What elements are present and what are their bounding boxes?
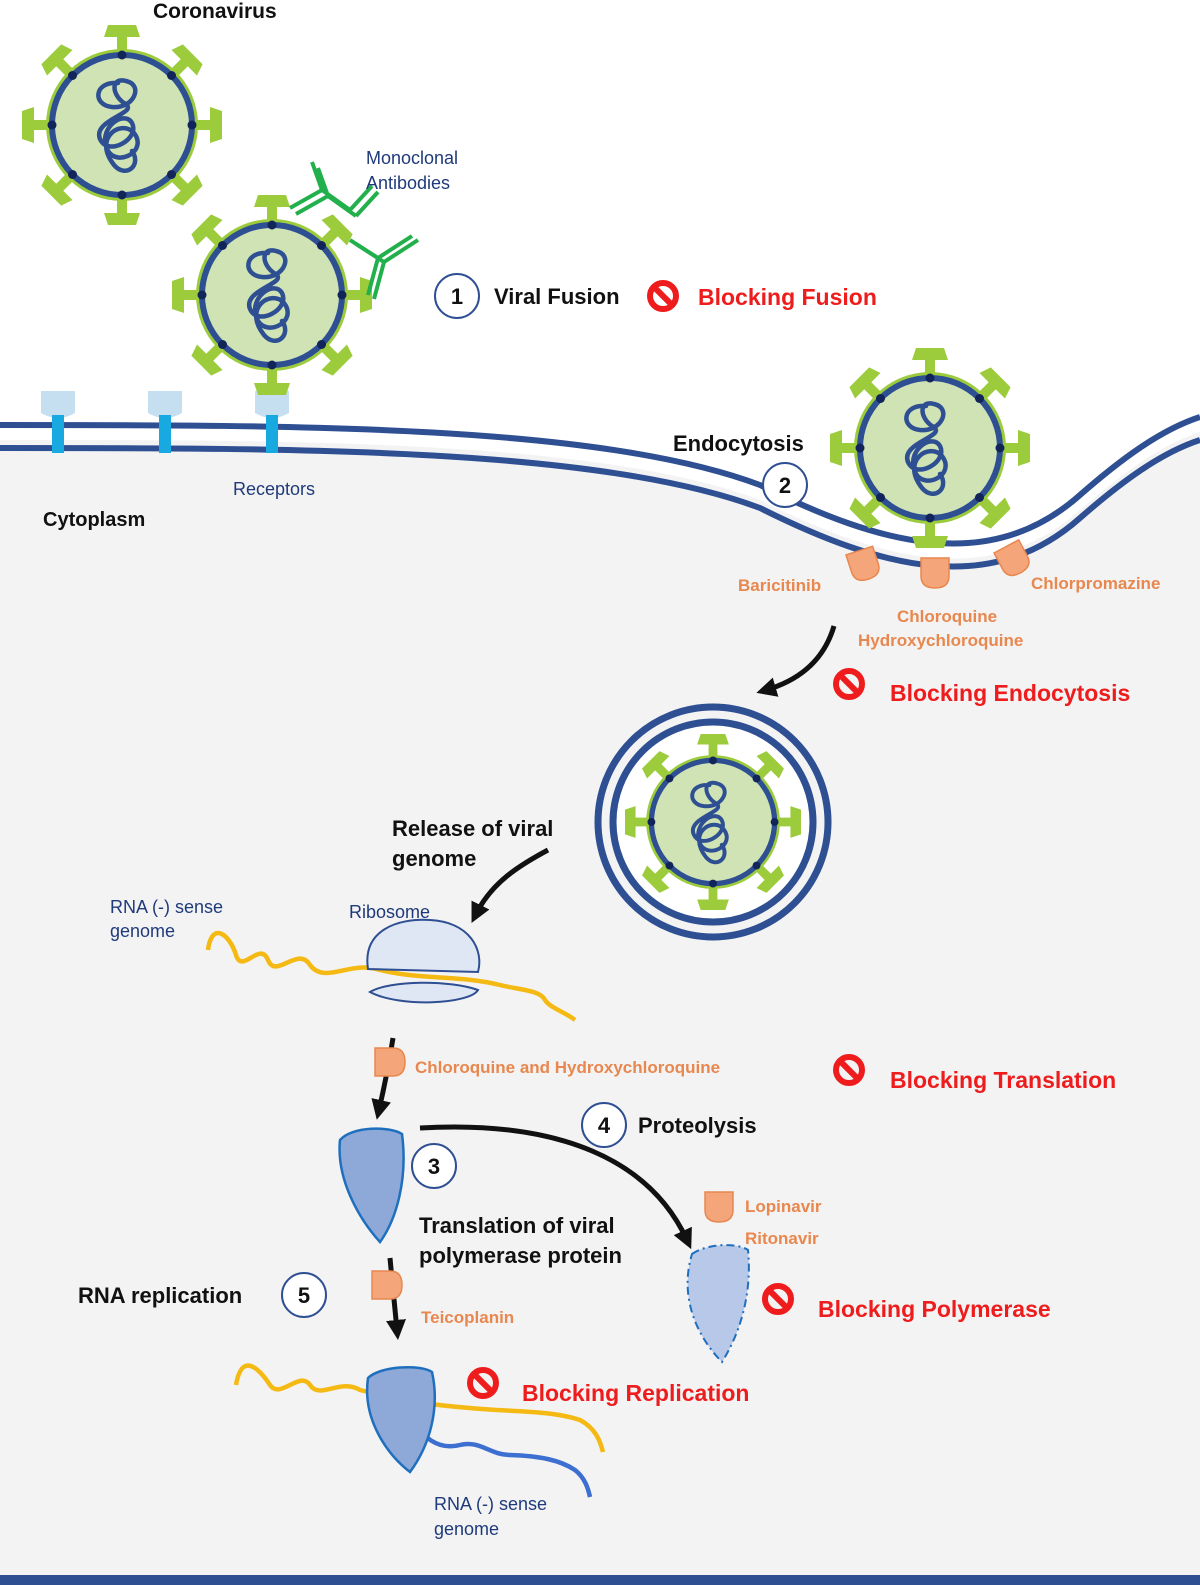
coronavirus-label: Coronavirus xyxy=(153,0,277,23)
rna-genome-strand xyxy=(205,930,577,1022)
cell-membrane xyxy=(0,414,1200,570)
step-circle-5: 5 xyxy=(281,1272,327,1318)
bottom-border xyxy=(0,1575,1200,1585)
drug-marker-chloroquine-hcq xyxy=(374,1047,406,1077)
endocytosing-virus xyxy=(830,348,1030,548)
ribosome-label: Ribosome xyxy=(349,902,430,922)
endocytosis-label: Endocytosis xyxy=(673,431,804,456)
new-rna-strand xyxy=(407,1409,593,1498)
rna-sense-bottom-line1: RNA (-) sense xyxy=(434,1494,547,1514)
chlorpromazine-label: Chlorpromazine xyxy=(1031,574,1160,593)
blocking-translation-label: Blocking Translation xyxy=(890,1067,1116,1093)
step-circle-2: 2 xyxy=(762,462,808,508)
proteolysis-label: Proteolysis xyxy=(638,1113,757,1138)
monoclonal-label-line2: Antibodies xyxy=(366,173,450,193)
monoclonal-label-line1: Monoclonal xyxy=(366,148,458,168)
lopinavir-label: Lopinavir xyxy=(745,1197,822,1216)
receptors-group xyxy=(41,391,289,453)
blocking-polymerase-label: Blocking Polymerase xyxy=(818,1296,1051,1322)
ritonavir-label: Ritonavir xyxy=(745,1229,819,1248)
step-circle-3: 3 xyxy=(411,1143,457,1189)
step-number: 1 xyxy=(451,284,463,309)
receptor xyxy=(148,391,182,453)
step-circle-1: 1 xyxy=(434,273,480,319)
drug-marker-teicoplanin xyxy=(371,1270,403,1300)
baricitinib-label: Baricitinib xyxy=(738,576,821,595)
chloroquine-label: Chloroquine xyxy=(897,607,997,626)
endosome-virus xyxy=(625,734,801,910)
blocked-polymerase-protein xyxy=(686,1244,750,1364)
rna-sense-bottom-line2: genome xyxy=(434,1519,499,1539)
blocking-fusion-label: Blocking Fusion xyxy=(698,284,877,310)
replication-template-strand xyxy=(233,1363,606,1453)
coronavirus-particle xyxy=(22,25,222,225)
hydroxychloroquine-label: Hydroxychloroquine xyxy=(858,631,1023,650)
chloroquine-hcq-label: Chloroquine and Hydroxychloroquine xyxy=(415,1058,720,1077)
receptor xyxy=(41,391,75,453)
receptor xyxy=(255,391,289,453)
blocking-endocytosis-label: Blocking Endocytosis xyxy=(890,680,1130,706)
block-icon xyxy=(650,283,676,309)
replicating-polymerase xyxy=(365,1366,436,1474)
step-number: 3 xyxy=(428,1154,440,1179)
endosome xyxy=(594,703,832,941)
drug-marker-chloroquine xyxy=(920,557,950,589)
release-label-line2: genome xyxy=(392,846,476,871)
drug-marker-lopinavir xyxy=(704,1191,734,1223)
monoclonal-antibodies xyxy=(289,161,420,300)
binding-virus xyxy=(172,195,372,395)
release-label-line1: Release of viral xyxy=(392,816,553,841)
step-number: 4 xyxy=(598,1113,611,1138)
ribosome-small-subunit xyxy=(367,981,480,1004)
cytoplasm-label: Cytoplasm xyxy=(43,509,145,531)
teicoplanin-label: Teicoplanin xyxy=(421,1308,514,1327)
translation-label-line2: polymerase protein xyxy=(419,1243,622,1268)
viral-fusion-label: Viral Fusion xyxy=(494,284,620,309)
rna-sense-label-line1: RNA (-) sense xyxy=(110,897,223,917)
step-number: 5 xyxy=(298,1283,310,1308)
rna-replication-label: RNA replication xyxy=(78,1283,242,1308)
blocking-replication-label: Blocking Replication xyxy=(522,1380,749,1406)
step-circle-4: 4 xyxy=(581,1102,627,1148)
step-number: 2 xyxy=(779,473,791,498)
polymerase-protein xyxy=(338,1127,405,1244)
ribosome-large-subunit xyxy=(366,918,481,974)
rna-sense-label-line2: genome xyxy=(110,921,175,941)
translation-label-line1: Translation of viral xyxy=(419,1213,615,1238)
receptors-label: Receptors xyxy=(233,479,315,499)
